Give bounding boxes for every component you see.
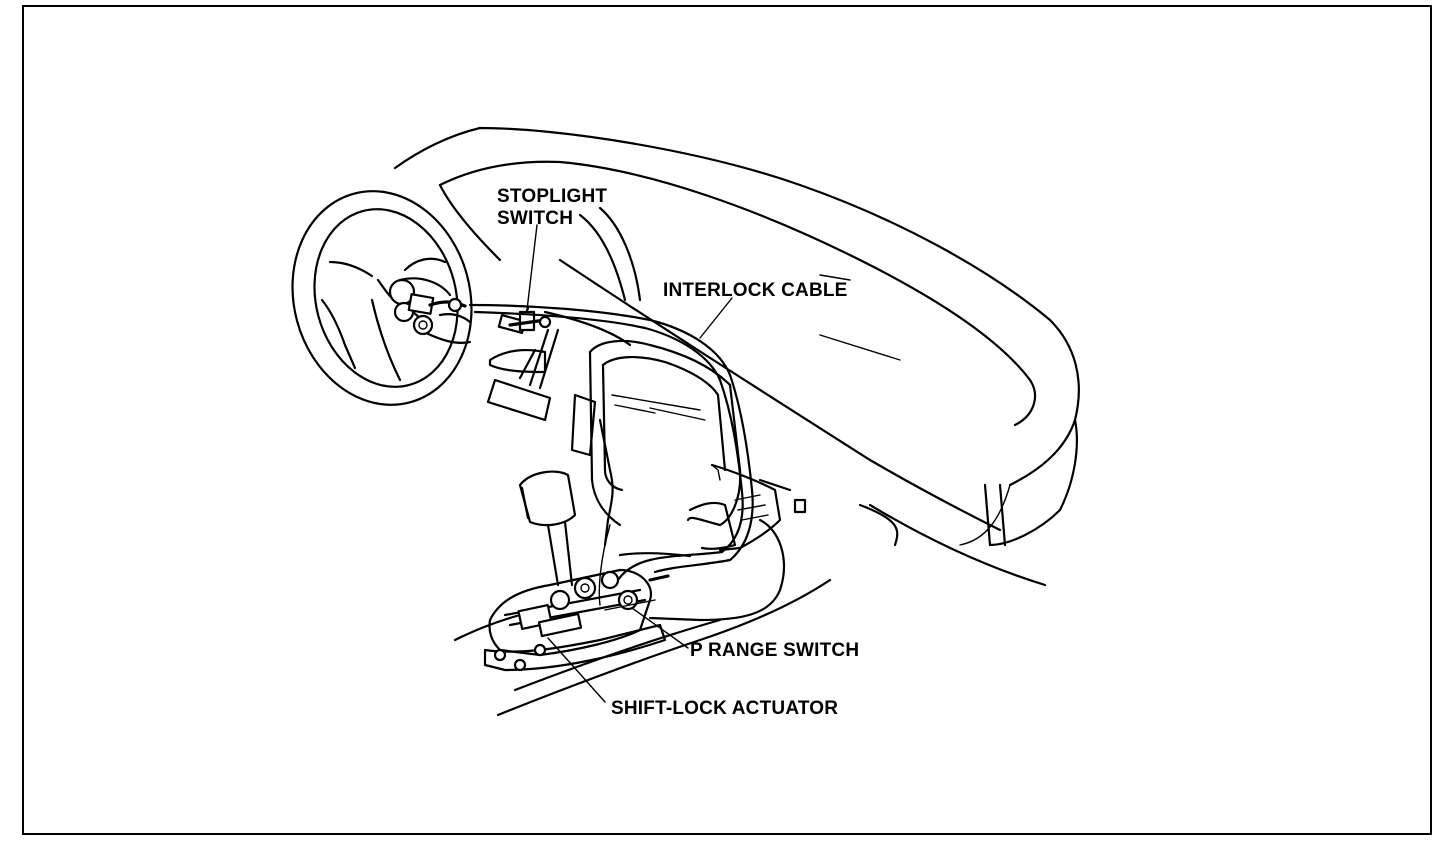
p-range-switch-label: P RANGE SWITCH — [690, 640, 860, 661]
stoplight-label-line2: SWITCH — [497, 208, 574, 229]
shift-lock-actuator-label: SHIFT-LOCK ACTUATOR — [611, 698, 839, 719]
cable-bracket — [688, 463, 807, 552]
diagram-frame — [22, 5, 1432, 835]
floor-console — [453, 518, 832, 717]
stoplight-switch — [497, 310, 552, 335]
leader-lines — [526, 224, 733, 703]
steering-wheel — [291, 190, 473, 406]
shift-lever — [518, 470, 577, 587]
stoplight-switch-label: STOPLIGHT SWITCH — [497, 186, 607, 230]
shifter-base — [483, 568, 670, 672]
stoplight-label-line1: STOPLIGHT — [497, 186, 608, 207]
center-stack — [570, 339, 742, 547]
dashboard — [393, 126, 1080, 587]
interlock-cable-label: INTERLOCK CABLE — [663, 280, 848, 301]
interlock-cable — [468, 303, 754, 587]
steering-column — [388, 277, 472, 336]
